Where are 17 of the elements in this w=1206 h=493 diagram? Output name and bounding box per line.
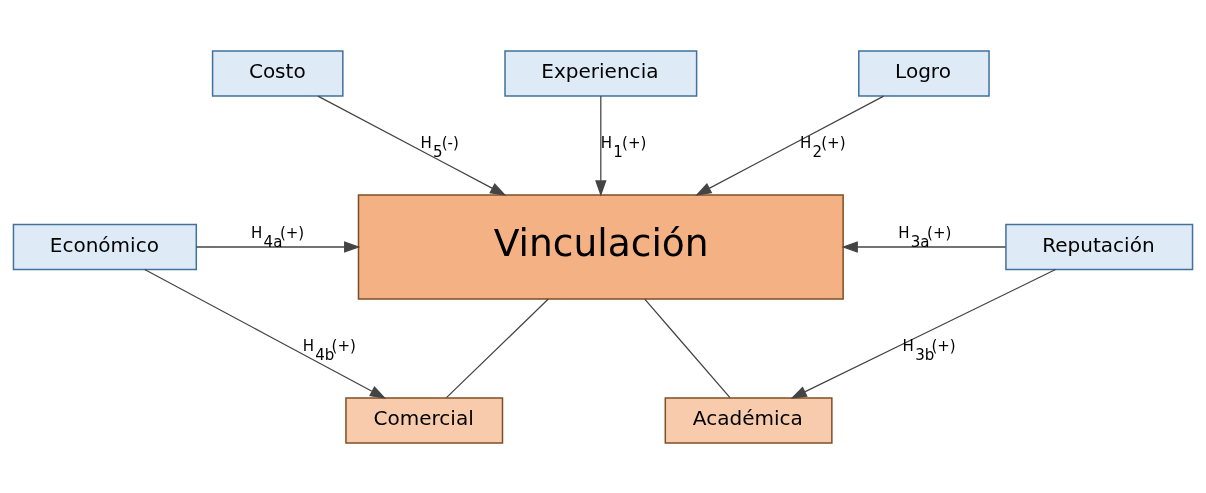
connector: [445, 297, 549, 398]
arrow: [317, 95, 507, 196]
node-box: Costo: [211, 49, 344, 97]
node-box: Económico: [12, 223, 198, 270]
arrow: [144, 268, 387, 399]
arrow: [790, 268, 1057, 399]
node-box: Experiencia: [504, 49, 698, 97]
arrow: [695, 95, 885, 196]
arrow: [195, 240, 361, 253]
node-box: Reputación: [1005, 223, 1194, 270]
arrow: [595, 95, 607, 197]
arrow: [841, 240, 1007, 253]
node-box: Logro: [858, 49, 990, 97]
node-box: Comercial: [345, 396, 504, 444]
connector: [644, 297, 731, 398]
node-box: Vinculación: [357, 193, 844, 300]
node-box: Académica: [664, 396, 833, 444]
